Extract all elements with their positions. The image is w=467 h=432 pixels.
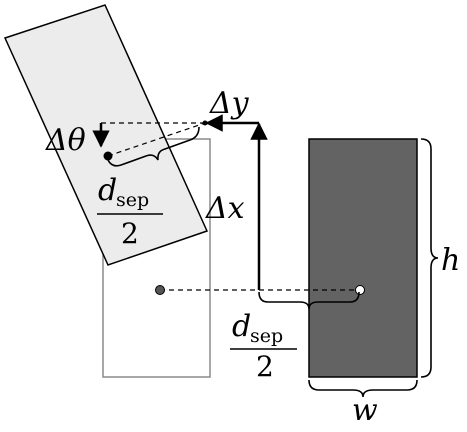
width-brace [308, 379, 418, 398]
rotated-dashed-line [107, 122, 206, 157]
dsep-lower-fraction: d sep 2 [230, 309, 297, 383]
ghost-center-point [155, 285, 165, 295]
offset-point [202, 120, 208, 126]
delta-theta-label: Δθ [45, 123, 86, 158]
height-label: h [441, 243, 460, 278]
delta-x-label: Δx [205, 191, 245, 226]
dsep-upper-var: d [98, 173, 117, 208]
dsep-lower-var: d [232, 309, 251, 344]
rotated-center-point [103, 151, 113, 161]
rotated-rectangle [3, 4, 209, 266]
target-center-point [355, 285, 365, 295]
dsep-upper-fraction: d sep 2 [97, 173, 163, 250]
dsep-lower-brace [258, 291, 360, 310]
dsep-lower-denominator: 2 [256, 350, 274, 383]
width-label: w [352, 393, 378, 427]
delta-y-label: Δy [209, 86, 250, 121]
height-brace [420, 138, 439, 378]
dsep-lower-subscript: sep [250, 325, 283, 347]
dsep-upper-subscript: sep [116, 189, 149, 211]
target-rectangle [308, 138, 418, 378]
dsep-upper-denominator: 2 [121, 217, 139, 250]
dsep-upper-brace [107, 126, 200, 167]
